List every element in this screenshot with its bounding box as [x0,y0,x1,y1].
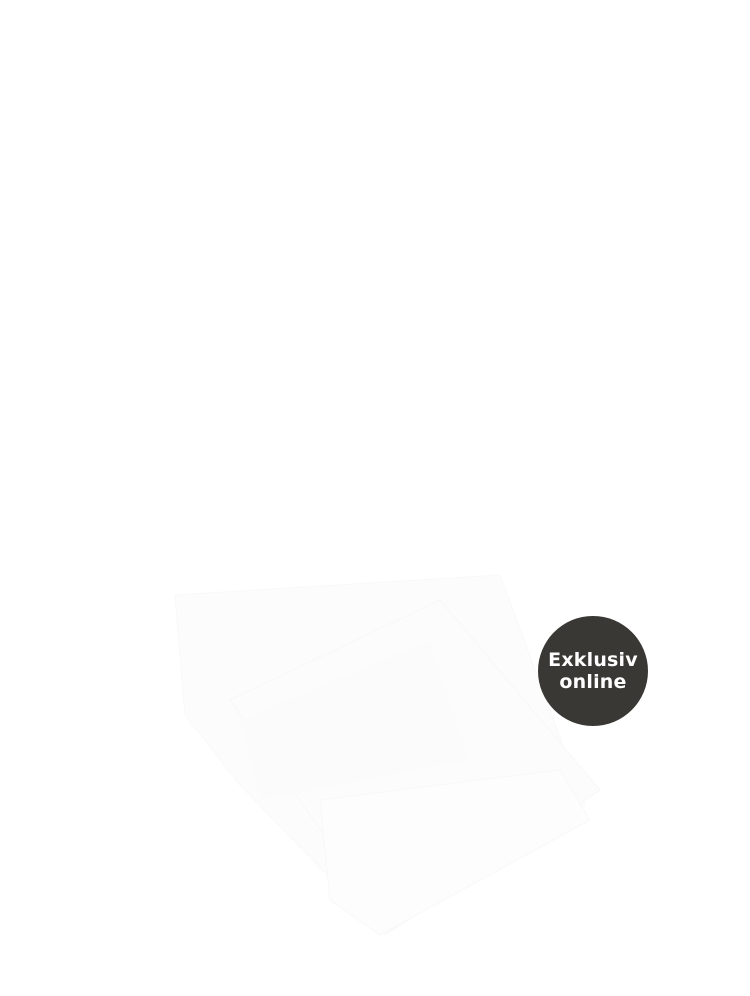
exclusive-online-badge: Exklusiv online [538,616,648,726]
badge-line-1: Exklusiv [548,649,638,671]
badge-line-2: online [559,671,627,693]
